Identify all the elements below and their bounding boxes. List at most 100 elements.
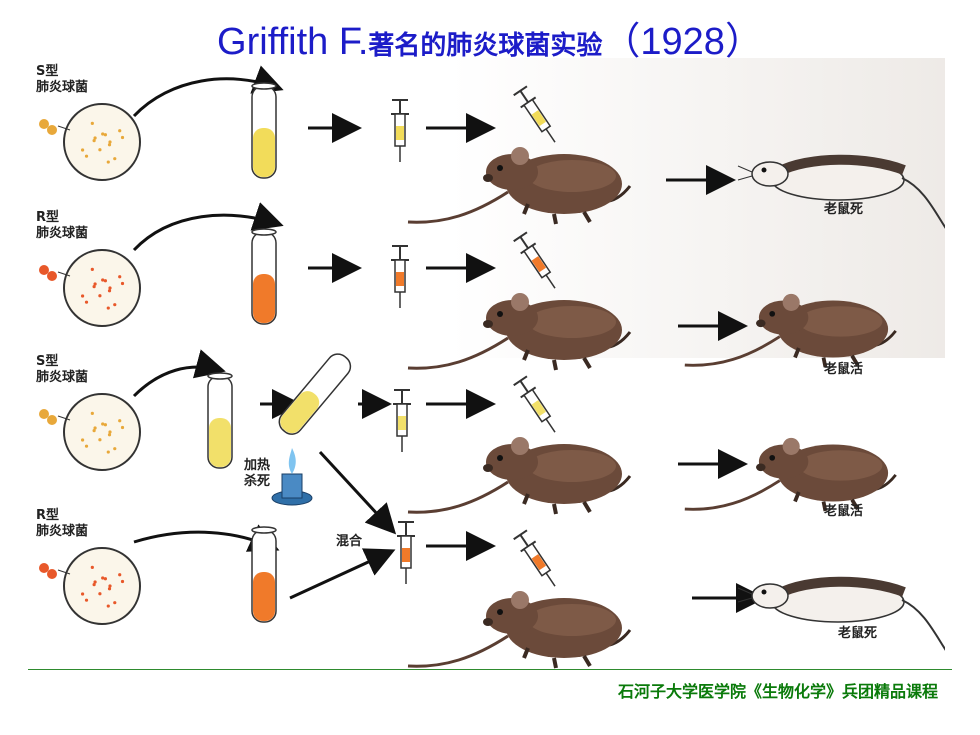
bacteria-dot bbox=[101, 576, 105, 580]
page-title: Griffith F.著名的肺炎球菌实验（1928） bbox=[0, 10, 980, 65]
bacteria-dot bbox=[80, 148, 85, 152]
bacteria-dot bbox=[84, 154, 89, 158]
title-year: （1928） bbox=[602, 21, 763, 63]
mix-label: 混合 bbox=[336, 534, 363, 549]
colony-icon bbox=[47, 271, 57, 281]
bacteria-dot bbox=[98, 592, 102, 596]
bacteria-dot bbox=[101, 422, 105, 426]
syringe-fluid bbox=[396, 126, 404, 140]
outcome-label: 老鼠活 bbox=[824, 504, 864, 519]
outcome-label: 老鼠死 bbox=[824, 202, 864, 217]
bacteria-dot bbox=[113, 601, 117, 605]
syringe-fluid bbox=[402, 548, 410, 562]
syringe-fluid bbox=[531, 110, 547, 127]
strain-name: 肺炎球菌 bbox=[36, 524, 89, 539]
strain-name: 肺炎球菌 bbox=[36, 80, 89, 95]
bacteria-dot bbox=[84, 444, 89, 448]
bacteria-dot bbox=[118, 419, 122, 423]
colony-icon bbox=[39, 119, 49, 129]
bacteria-dot bbox=[101, 278, 105, 282]
bacteria-dot bbox=[84, 300, 89, 304]
bacteria-dot bbox=[90, 411, 94, 415]
tube-fluid bbox=[253, 274, 275, 323]
bacteria-dot bbox=[106, 160, 110, 164]
pointer-line bbox=[57, 415, 71, 421]
tube-rim bbox=[251, 228, 277, 236]
flame-icon bbox=[288, 448, 296, 474]
bacteria-dot bbox=[84, 598, 89, 602]
colony-icon bbox=[47, 415, 57, 425]
colony-icon bbox=[39, 265, 49, 275]
bacteria-dot bbox=[92, 285, 96, 289]
bacteria-dot bbox=[92, 139, 96, 143]
tube-rim bbox=[251, 82, 277, 90]
pointer-line bbox=[57, 271, 71, 277]
bacteria-dot bbox=[90, 267, 94, 271]
bacteria-dot bbox=[107, 289, 112, 293]
colony-icon bbox=[39, 409, 49, 419]
bacteria-dot bbox=[98, 294, 102, 298]
bacteria-dot bbox=[108, 430, 112, 434]
tube-rim bbox=[251, 526, 277, 534]
tube-fluid bbox=[209, 418, 231, 467]
title-latin: Griffith F. bbox=[217, 21, 369, 63]
bacteria-dot bbox=[80, 592, 85, 596]
course-footer: 石河子大学医学院《生物化学》兵团精品课程 bbox=[617, 682, 938, 701]
petri-dish-icon bbox=[63, 249, 141, 327]
colony-icon bbox=[47, 569, 57, 579]
injecting-syringe-icon bbox=[511, 528, 564, 593]
bacteria-dot bbox=[103, 133, 107, 137]
bacteria-dot bbox=[90, 121, 94, 125]
syringe-fluid bbox=[398, 416, 406, 430]
bacteria-dot bbox=[93, 426, 97, 430]
bacteria-dot bbox=[93, 136, 97, 140]
bacteria-dot bbox=[113, 303, 117, 307]
footer-divider bbox=[28, 669, 952, 670]
heated-tube-icon bbox=[278, 353, 352, 435]
bacteria-dot bbox=[120, 579, 125, 584]
bacteria-dot bbox=[103, 279, 107, 283]
strain-type: S型 bbox=[36, 354, 59, 369]
bacteria-dot bbox=[98, 148, 102, 152]
pointer-line bbox=[57, 569, 71, 575]
bacteria-dot bbox=[107, 587, 112, 591]
injecting-syringe-icon bbox=[511, 374, 564, 439]
live-mouse-icon bbox=[682, 291, 898, 369]
petri-dish-icon bbox=[63, 393, 141, 471]
bacteria-dot bbox=[120, 281, 125, 286]
syringe-fluid bbox=[531, 256, 547, 273]
bacteria-dot bbox=[93, 282, 97, 286]
bacteria-dot bbox=[93, 580, 97, 584]
bacteria-dot bbox=[108, 286, 112, 290]
colony-icon bbox=[47, 125, 57, 135]
syringe-fluid bbox=[531, 400, 547, 417]
strain-type: R型 bbox=[36, 508, 60, 523]
bacteria-dot bbox=[106, 306, 110, 310]
strain-label: R型肺炎球菌 bbox=[36, 210, 88, 242]
bacteria-dot bbox=[118, 275, 122, 279]
pointer-line bbox=[57, 125, 71, 131]
syringe-fluid bbox=[531, 554, 547, 571]
bacteria-dot bbox=[103, 577, 107, 581]
bacteria-dot bbox=[113, 157, 117, 161]
strain-label: S型肺炎球菌 bbox=[36, 64, 88, 96]
bacteria-dot bbox=[107, 143, 112, 147]
bacteria-dot bbox=[106, 450, 110, 454]
live-mouse-icon bbox=[682, 435, 898, 513]
strain-type: R型 bbox=[36, 210, 60, 225]
tube-fluid bbox=[253, 572, 275, 621]
bacteria-dot bbox=[120, 425, 125, 430]
bacteria-dot bbox=[80, 438, 85, 442]
bacteria-dot bbox=[106, 604, 110, 608]
colony-icon bbox=[39, 563, 49, 573]
bacteria-dot bbox=[92, 583, 96, 587]
outcome-label: 老鼠死 bbox=[838, 626, 878, 641]
strain-label: R型肺炎球菌 bbox=[36, 508, 88, 540]
bacteria-dot bbox=[108, 584, 112, 588]
title-chinese: 著名的肺炎球菌实验 bbox=[368, 31, 603, 61]
strain-name: 肺炎球菌 bbox=[36, 370, 89, 385]
bacteria-dot bbox=[107, 433, 112, 437]
bacteria-dot bbox=[103, 423, 107, 427]
syringe-fluid bbox=[396, 272, 404, 286]
strain-label: S型肺炎球菌 bbox=[36, 354, 88, 386]
